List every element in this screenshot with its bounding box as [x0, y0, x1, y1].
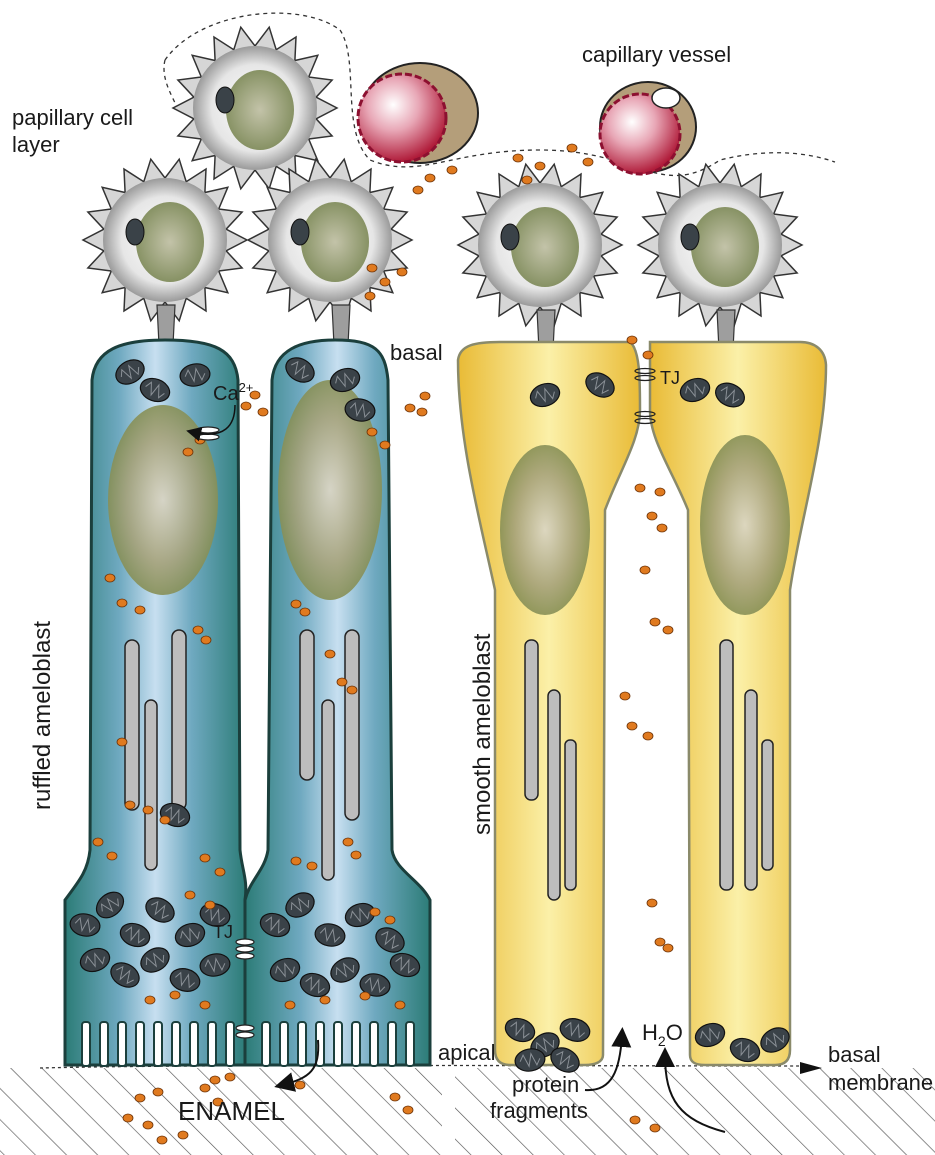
smooth-ameloblast-right: [650, 342, 826, 1065]
label-protein-line1: protein: [512, 1072, 579, 1097]
label-basal-membrane-line1: basal: [828, 1042, 881, 1067]
label-tj-apical: TJ: [213, 922, 233, 942]
papillary-cell: [248, 159, 412, 321]
papillary-cell: [458, 164, 622, 326]
blood-cell-right: [600, 82, 696, 174]
label-smooth-ameloblast: smooth ameloblast: [469, 633, 496, 835]
label-ruffled-ameloblast: ruffled ameloblast: [29, 621, 56, 810]
papillary-cell: [83, 159, 247, 321]
capillary-outline-left: [164, 60, 178, 110]
label-papillary-line2: layer: [12, 132, 60, 157]
label-papillary-line1: papillary cell: [12, 105, 133, 130]
papillary-cell: [638, 164, 802, 326]
nucleus: [500, 445, 590, 615]
label-tj-basal: TJ: [660, 368, 680, 388]
label-protein-line2: fragments: [490, 1098, 588, 1123]
label-water: H2O: [642, 1020, 683, 1049]
label-enamel: ENAMEL: [178, 1096, 285, 1126]
label-basal: basal: [390, 340, 443, 365]
papillary-cell: [173, 27, 337, 189]
label-calcium: Ca2+: [213, 380, 253, 405]
label-capillary: capillary vessel: [582, 42, 731, 67]
label-basal-membrane-line2: membrane: [828, 1070, 933, 1095]
nucleus: [700, 435, 790, 615]
label-apical: apical: [438, 1040, 495, 1065]
blood-cell-left: [358, 63, 478, 163]
